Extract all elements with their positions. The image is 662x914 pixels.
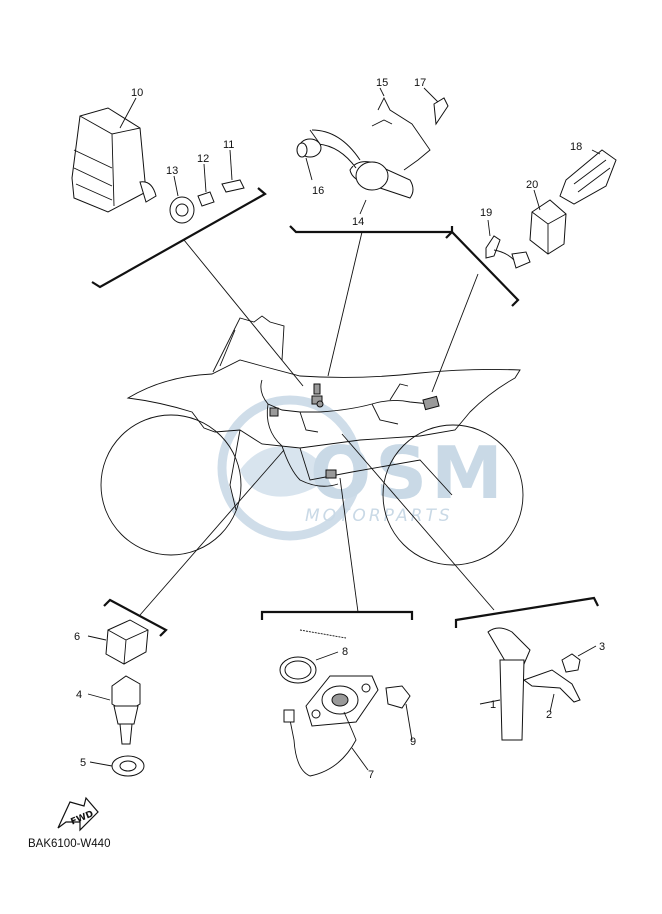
callout-15: 15 bbox=[376, 77, 388, 89]
callout-12: 12 bbox=[197, 153, 209, 165]
rear-wheel bbox=[382, 424, 524, 566]
callouts: 1 2 3 4 5 6 7 8 9 10 11 12 13 14 15 16 1… bbox=[74, 77, 605, 781]
group-neutral-switch bbox=[260, 477, 414, 777]
callout-20: 20 bbox=[526, 179, 538, 191]
motorcycle-outline bbox=[100, 315, 524, 566]
callout-6: 6 bbox=[74, 631, 80, 643]
wire-harness bbox=[260, 379, 440, 487]
group-plug-cap bbox=[341, 433, 599, 741]
group-coil bbox=[289, 87, 454, 377]
watermark-brand: OSM bbox=[310, 431, 507, 515]
callout-14: 14 bbox=[352, 216, 364, 228]
callout-17: 17 bbox=[414, 77, 426, 89]
callout-13: 13 bbox=[166, 165, 178, 177]
watermark: OSM MOTORPARTS bbox=[217, 395, 507, 541]
group-temp-sensor bbox=[87, 449, 285, 777]
watermark-globe bbox=[217, 395, 363, 541]
callout-2: 2 bbox=[546, 709, 552, 721]
callout-10: 10 bbox=[131, 87, 143, 99]
callout-3: 3 bbox=[599, 641, 605, 653]
callout-7: 7 bbox=[368, 769, 374, 781]
callout-11: 11 bbox=[223, 139, 234, 151]
front-wheel bbox=[100, 414, 242, 556]
callout-19: 19 bbox=[480, 207, 492, 219]
group-ecu bbox=[71, 97, 304, 387]
callout-18: 18 bbox=[570, 141, 582, 153]
callout-1: 1 bbox=[490, 699, 496, 711]
group-relays bbox=[431, 149, 617, 393]
callout-8: 8 bbox=[342, 646, 348, 658]
diagram-code: BAK6100-W440 bbox=[28, 838, 111, 850]
callout-9: 9 bbox=[410, 736, 416, 748]
callout-5: 5 bbox=[80, 757, 86, 769]
fwd-arrow-icon: FWD bbox=[57, 796, 99, 832]
callout-4: 4 bbox=[76, 689, 82, 701]
callout-16: 16 bbox=[312, 185, 324, 197]
watermark-sub: MOTORPARTS bbox=[305, 506, 453, 526]
